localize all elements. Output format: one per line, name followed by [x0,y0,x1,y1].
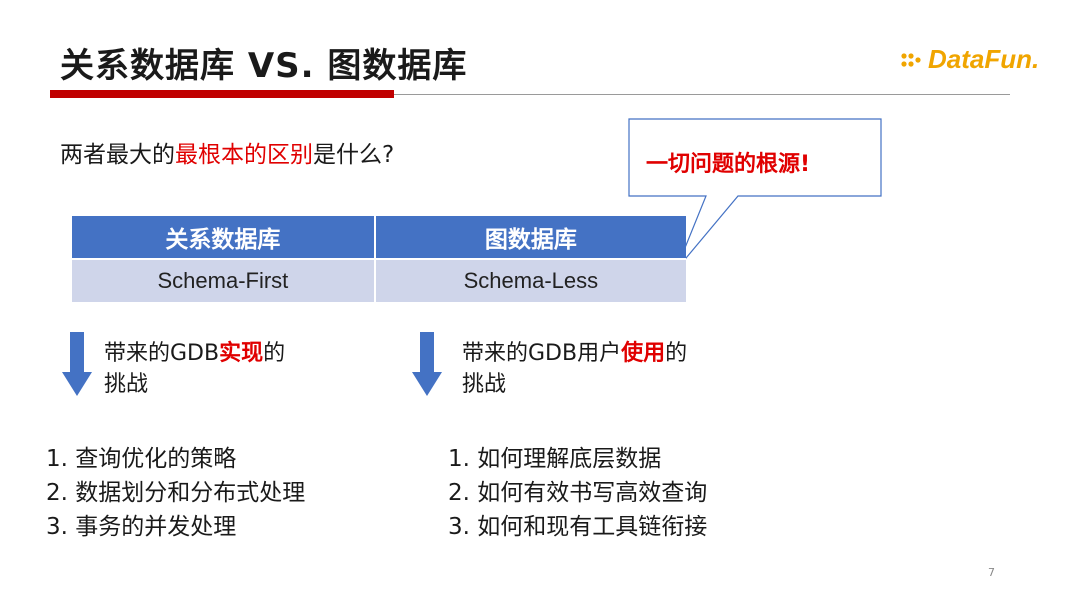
callout-text: 一切问题的根源! [646,152,811,177]
logo-dots-icon [901,53,921,67]
left-challenge-prefix: 带来的GDB [104,341,220,366]
right-challenge-line2: 挑战 [462,372,507,397]
right-challenge: 带来的GDB用户使用的 挑战 [462,338,687,400]
comparison-table: 关系数据库 图数据库 Schema-First Schema-Less [72,216,686,302]
page-number: 7 [988,566,995,579]
list-item: 3. 如何和现有工具链衔接 [448,514,708,540]
question-suffix: 是什么? [313,142,395,168]
datafun-logo: DataFun. [900,42,1050,82]
right-down-arrow-icon [412,332,442,396]
table-header-row: 关系数据库 图数据库 [72,216,686,260]
title-underline-accent [50,90,394,98]
list-item: 1. 查询优化的策略 [46,446,237,472]
table-row: Schema-First Schema-Less [72,259,686,302]
question-highlight: 最根本的区别 [175,142,313,168]
right-challenge-suffix: 的 [665,341,688,366]
table-header-relational: 关系数据库 [72,216,375,260]
title-underline [394,94,1010,95]
left-challenge-line2: 挑战 [104,372,149,397]
right-challenge-highlight: 使用 [621,341,666,366]
left-challenge: 带来的GDB实现的 挑战 [104,338,285,400]
left-challenge-highlight: 实现 [219,341,264,366]
list-item: 2. 如何有效书写高效查询 [448,480,708,506]
table-cell-relational: Schema-First [72,259,375,302]
right-challenge-prefix: 带来的GDB用户 [462,341,622,366]
left-down-arrow-icon [62,332,92,396]
right-list: 1. 如何理解底层数据 2. 如何有效书写高效查询 3. 如何和现有工具链衔接 [448,442,707,544]
logo-text: DataFun. [928,44,1040,74]
slide-title: 关系数据库 VS. 图数据库 [60,46,468,86]
left-challenge-line1: 带来的GDB实现的 [104,338,285,369]
right-challenge-line1: 带来的GDB用户使用的 [462,338,687,369]
table-header-graph: 图数据库 [373,216,686,260]
question-text: 两者最大的最根本的区别是什么? [60,135,394,169]
list-item: 2. 数据划分和分布式处理 [46,480,306,506]
left-challenge-suffix: 的 [263,341,286,366]
table-cell-graph: Schema-Less [373,259,686,302]
left-list: 1. 查询优化的策略 2. 数据划分和分布式处理 3. 事务的并发处理 [46,442,305,544]
question-prefix: 两者最大的 [60,142,175,168]
callout-box [628,118,882,271]
list-item: 1. 如何理解底层数据 [448,446,662,472]
list-item: 3. 事务的并发处理 [46,514,237,540]
